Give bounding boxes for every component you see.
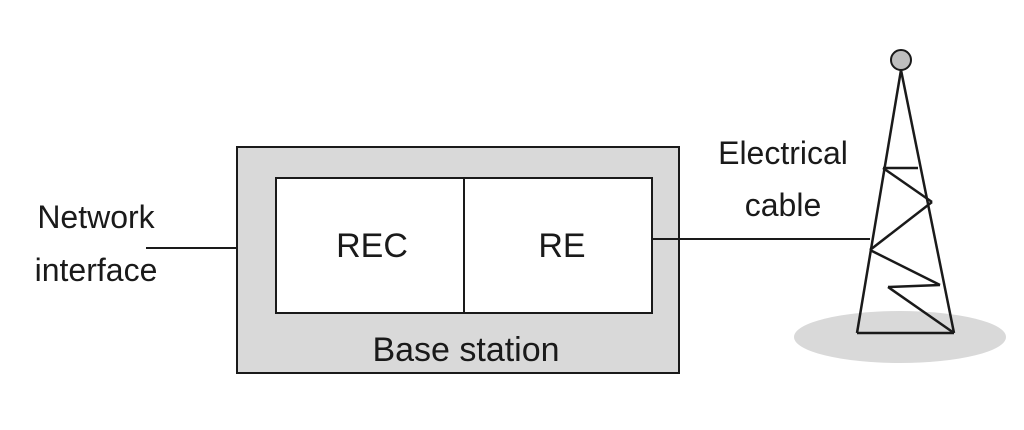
network-interface-label-line2: interface [35,252,158,288]
re-box [463,177,653,314]
electrical-cable-label-line2: cable [745,187,822,223]
antenna-ball [890,49,912,71]
rec-label: REC [336,227,408,265]
electrical-cable-label-line1: Electrical [718,135,848,171]
ground-shadow [794,311,1006,363]
antenna-tower-icon [794,49,1006,363]
base-station-label: Base station [372,331,559,369]
re-label: RE [538,227,585,265]
rec-box [275,177,465,314]
network-interface-label-line1: Network [37,199,155,235]
